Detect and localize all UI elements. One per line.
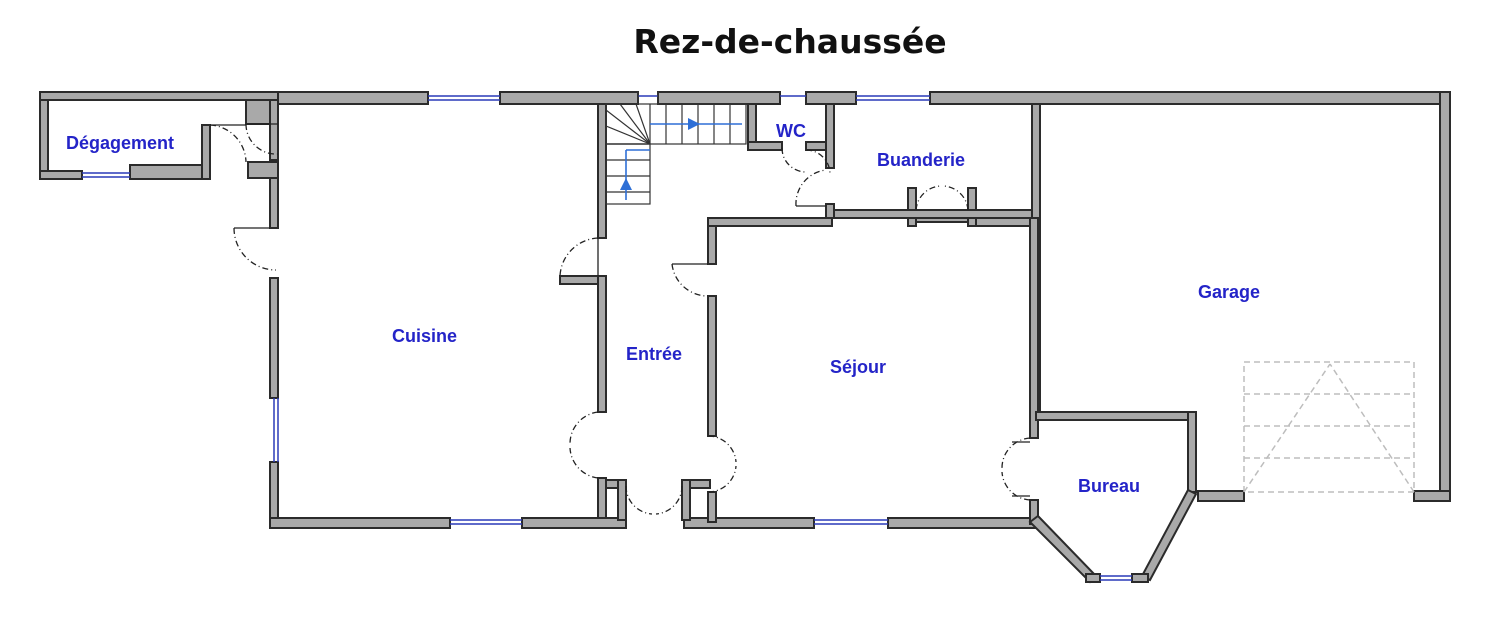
wall bbox=[1085, 573, 1101, 583]
wall bbox=[805, 91, 857, 105]
wall bbox=[39, 170, 83, 180]
wall bbox=[907, 187, 917, 227]
wall bbox=[1131, 573, 1149, 583]
door-swing bbox=[671, 263, 709, 297]
door-swing bbox=[1001, 437, 1031, 469]
wall bbox=[521, 517, 627, 529]
door-swing bbox=[209, 124, 247, 163]
stair-winder bbox=[619, 103, 651, 145]
wall bbox=[1035, 411, 1197, 421]
wall bbox=[967, 187, 977, 227]
page-title: Rez-de-chaussée bbox=[633, 22, 947, 61]
wall bbox=[39, 91, 279, 101]
door-swing bbox=[569, 447, 599, 479]
wall bbox=[833, 209, 1035, 219]
stair-winder bbox=[605, 125, 651, 145]
wall bbox=[1439, 91, 1451, 502]
door-swing bbox=[569, 411, 599, 445]
room-label-cuisine: Cuisine bbox=[392, 326, 457, 346]
staircase bbox=[605, 92, 747, 205]
stair-flight-left bbox=[605, 143, 651, 205]
wall bbox=[657, 91, 781, 105]
wall bbox=[277, 91, 429, 105]
wall bbox=[617, 479, 627, 521]
door-swing bbox=[625, 485, 653, 515]
door-swing bbox=[805, 149, 831, 175]
door-swing bbox=[943, 185, 969, 211]
room-label-garage: Garage bbox=[1198, 282, 1260, 302]
walls bbox=[39, 91, 1451, 584]
wall bbox=[597, 103, 607, 239]
wall bbox=[1187, 411, 1197, 493]
wall bbox=[707, 295, 717, 437]
wall bbox=[269, 177, 279, 229]
wall bbox=[1197, 490, 1245, 502]
wall bbox=[683, 517, 815, 529]
arrow-up-icon bbox=[620, 178, 632, 190]
door-swing bbox=[559, 237, 599, 277]
wall bbox=[269, 99, 279, 161]
room-labels: Dégagement Cuisine WC Buanderie Entrée S… bbox=[66, 121, 1260, 496]
wall bbox=[201, 124, 211, 180]
wall bbox=[597, 275, 607, 413]
wall bbox=[1413, 490, 1451, 502]
door-swing bbox=[915, 185, 941, 211]
stair-flight-top bbox=[605, 103, 747, 145]
room-label-entree: Entrée bbox=[626, 344, 682, 364]
wall bbox=[1028, 514, 1098, 584]
stair-winder bbox=[635, 103, 651, 145]
doors bbox=[209, 123, 1031, 515]
wall bbox=[597, 477, 607, 519]
arrow-right-icon bbox=[688, 118, 700, 130]
garage-door bbox=[1243, 361, 1415, 493]
door-swing bbox=[233, 227, 277, 271]
wall bbox=[269, 277, 279, 399]
wall bbox=[499, 91, 639, 105]
door-swing bbox=[707, 435, 737, 463]
door-swing bbox=[707, 465, 737, 493]
room-label-sejour: Séjour bbox=[830, 357, 886, 377]
wall bbox=[707, 217, 833, 227]
room-label-degagement: Dégagement bbox=[66, 133, 174, 153]
wall bbox=[825, 203, 835, 219]
wall bbox=[39, 91, 49, 180]
stair-winder bbox=[605, 109, 651, 145]
door-swing bbox=[1001, 471, 1031, 501]
wall bbox=[929, 91, 1451, 105]
garage-door-swing bbox=[1243, 363, 1331, 493]
room-label-bureau: Bureau bbox=[1078, 476, 1140, 496]
wall bbox=[975, 217, 1039, 227]
door-swing bbox=[781, 147, 807, 173]
door-swing bbox=[655, 485, 683, 515]
door-swing bbox=[795, 169, 827, 207]
wall bbox=[247, 161, 279, 179]
garage-door-swing bbox=[1329, 363, 1415, 493]
wall bbox=[129, 164, 211, 180]
wall bbox=[1140, 488, 1198, 582]
wall bbox=[825, 103, 835, 169]
wall bbox=[887, 517, 1037, 529]
door-swing bbox=[245, 123, 279, 155]
wall bbox=[269, 517, 451, 529]
garage-door-outline bbox=[1243, 361, 1415, 493]
wall bbox=[707, 491, 717, 523]
room-label-wc: WC bbox=[776, 121, 806, 141]
windows bbox=[82, 95, 1132, 581]
wall bbox=[1029, 217, 1039, 439]
room-label-buanderie: Buanderie bbox=[877, 150, 965, 170]
wall bbox=[747, 141, 783, 151]
wall bbox=[681, 479, 691, 521]
